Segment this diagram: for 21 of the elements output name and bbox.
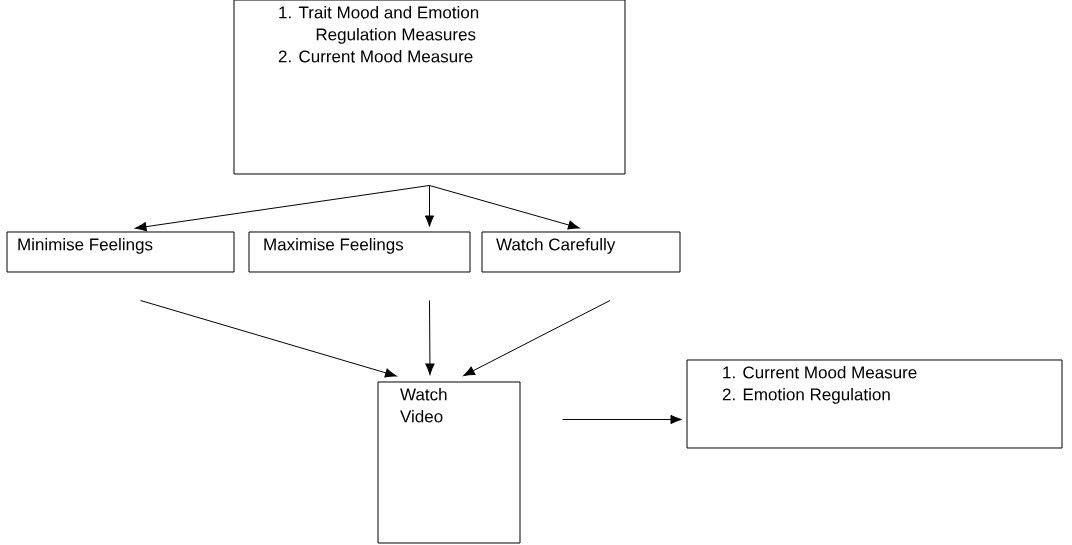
box-label: Watch Video [400, 388, 447, 423]
condition-box [6, 231, 235, 273]
list-item: 1. Trait Mood and Emotion Regulation Measures [279, 6, 479, 44]
list-item: 2. Current Mood Measure [278, 50, 473, 63]
arrow [463, 300, 611, 377]
measures-box [686, 359, 1063, 449]
arrow [140, 300, 397, 378]
process-box [377, 381, 521, 544]
box-label: Minimise Feelings [18, 238, 153, 254]
condition-box [248, 231, 471, 273]
condition-box [481, 231, 681, 273]
arrow [135, 185, 430, 232]
arrow [424, 185, 435, 227]
list-item: 1. Current Mood Measure [723, 366, 917, 379]
arrow [425, 300, 435, 375]
box-label: Watch Carefully [496, 238, 616, 254]
arrow [429, 185, 580, 230]
box-label: Maximise Feelings [264, 238, 404, 254]
arrow [562, 414, 682, 425]
list-item: 2. Emotion Regulation [722, 388, 890, 404]
measures-box [233, 0, 626, 175]
